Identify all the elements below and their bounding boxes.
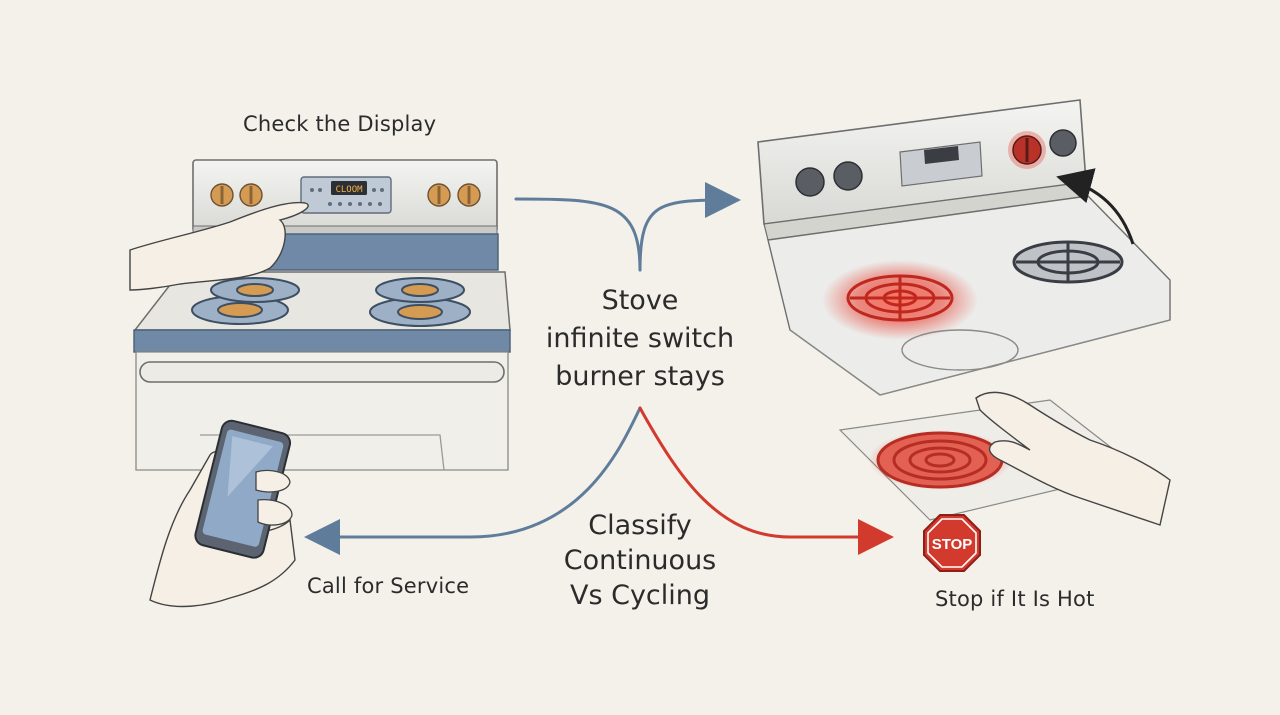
arrow-to-stop-hot <box>638 406 894 555</box>
center-title-line3: burner stays <box>555 361 725 392</box>
left-stove-illustration: CLOOM <box>129 159 511 471</box>
label-check-display: Check the Display <box>243 112 437 136</box>
right-stove-active-knob <box>1008 131 1046 169</box>
right-stove-knobs <box>795 129 1077 197</box>
left-stove-knobs <box>210 183 481 207</box>
left-stove-display-readout: CLOOM <box>335 185 363 195</box>
label-classify: Classify Continuous Vs Cycling <box>520 508 760 613</box>
hot-coil <box>876 431 1004 489</box>
classify-line1: Classify <box>588 510 692 541</box>
classify-line3: Vs Cycling <box>569 580 711 611</box>
left-pointing-hand <box>129 201 309 291</box>
hand-over-hot-coil-illustration <box>838 391 1171 526</box>
arrow-to-call-service <box>304 406 642 555</box>
right-stove-display-panel <box>899 141 983 187</box>
classify-line2: Continuous <box>563 545 717 576</box>
center-title-line2: infinite switch <box>545 323 735 354</box>
stop-sign-icon: STOP <box>923 514 981 572</box>
hot-burner-grate <box>846 274 954 322</box>
right-stove-illustration <box>757 99 1171 396</box>
left-stove-burners <box>191 277 471 327</box>
center-title-line1: Stove <box>601 285 679 316</box>
center-title: Stove infinite switch burner stays <box>520 282 760 396</box>
label-call-service: Call for Service <box>307 574 470 598</box>
phone-in-hand-illustration <box>149 419 296 608</box>
knob-indicator-arrow <box>1056 168 1135 245</box>
cold-burner-grate <box>1012 240 1124 284</box>
stop-sign-label: STOP <box>932 536 973 553</box>
arrow-to-right-stove <box>638 182 741 272</box>
arrow-to-check-display <box>514 197 642 272</box>
label-stop-hot: Stop if It Is Hot <box>935 587 1095 611</box>
connector-arrows <box>304 182 894 555</box>
right-hand-hovering <box>975 391 1171 526</box>
